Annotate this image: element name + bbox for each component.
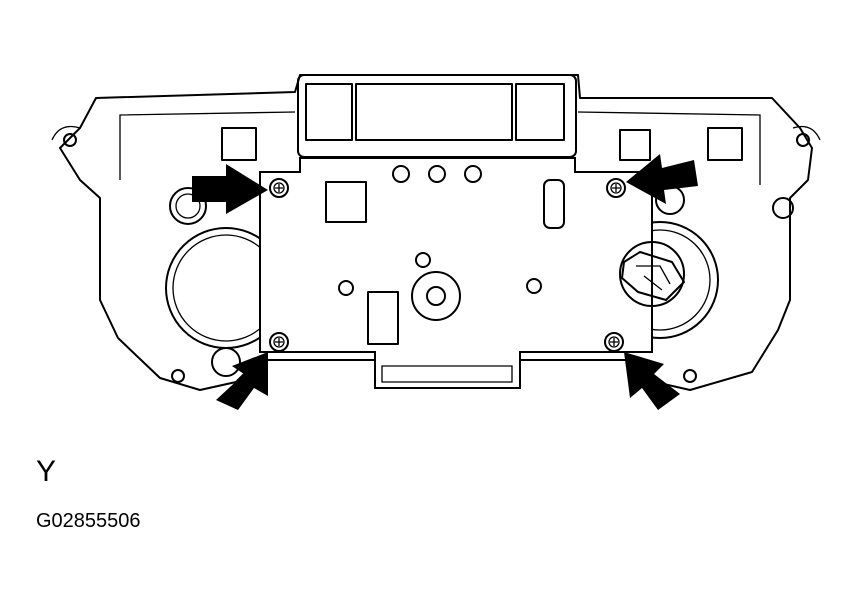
figure-id: G02855506	[36, 510, 141, 532]
screw-lower-right	[604, 332, 624, 352]
screw-lower-left	[269, 332, 289, 352]
board-led-3	[464, 165, 482, 183]
board-hole-center-top	[415, 252, 431, 268]
bottom-boss-left	[171, 369, 185, 383]
plate-tab-inner	[381, 365, 513, 383]
board-hole-right	[526, 278, 542, 294]
housing-opening-right-2	[707, 127, 743, 161]
board-hole-left	[338, 280, 354, 296]
housing-opening-right-1	[619, 129, 651, 161]
board-center-shaft	[411, 271, 461, 321]
screw-upper-right	[606, 178, 626, 198]
board-slot-lower	[367, 291, 399, 345]
display-window	[297, 74, 577, 158]
arrow-upper-left	[192, 164, 268, 214]
screw-upper-left	[269, 178, 289, 198]
view-label: Y	[36, 455, 57, 488]
circuit-board-plate	[259, 157, 653, 389]
bottom-boss-right	[683, 369, 697, 383]
side-boss-right	[772, 197, 794, 219]
mounting-ear-right	[792, 125, 821, 147]
arrow-upper-right	[626, 154, 698, 204]
mounting-ear-left	[51, 125, 81, 147]
right-connector	[619, 241, 685, 307]
arrow-lower-right	[624, 352, 680, 410]
board-led-1	[392, 165, 410, 183]
arrow-lower-left	[216, 352, 268, 410]
board-led-2	[428, 165, 446, 183]
housing-opening-left	[221, 127, 257, 161]
inner-housing-outline	[119, 111, 761, 185]
board-slot-right	[543, 179, 565, 229]
board-component-square	[325, 181, 367, 223]
